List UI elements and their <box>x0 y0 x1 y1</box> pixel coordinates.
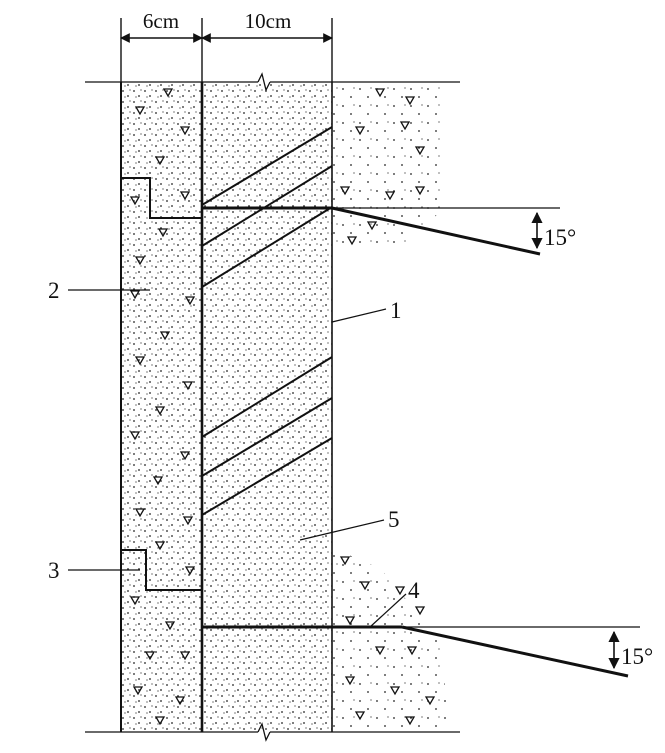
aggregate-mark <box>394 586 406 596</box>
aggregate-mark <box>144 651 156 661</box>
aggregate-mark <box>354 711 366 721</box>
dim-label-6cm: 6cm <box>143 9 179 33</box>
aggregate-mark <box>414 186 426 196</box>
aggregate-mark <box>424 696 436 706</box>
dim-label-10cm: 10cm <box>245 9 292 33</box>
break-lines <box>85 72 460 742</box>
aggregate-mark <box>184 566 196 576</box>
aggregate-mark <box>129 431 141 441</box>
label-3: 3 <box>48 558 60 583</box>
aggregate-mark <box>179 451 191 461</box>
infill-wall-body <box>202 82 332 732</box>
aggregate-mark <box>129 196 141 206</box>
aggregate-mark <box>129 290 141 300</box>
aggregate-mark <box>404 96 416 106</box>
aggregate-mark <box>179 651 191 661</box>
aggregate-mark <box>399 121 411 131</box>
aggregate-marks <box>129 88 436 726</box>
aggregate-mark <box>404 716 416 726</box>
aggregate-mark <box>414 606 426 616</box>
key-notches <box>121 177 202 591</box>
aggregate-mark <box>346 236 358 246</box>
aggregate-mark <box>162 88 174 98</box>
aggregate-mark <box>134 106 146 116</box>
leader-lines <box>68 289 407 628</box>
aggregate-mark <box>339 186 351 196</box>
aggregate-mark <box>389 686 401 696</box>
tie-bars <box>202 206 640 678</box>
label-5: 5 <box>388 507 400 532</box>
hatch-bands <box>201 126 333 516</box>
aggregate-mark <box>134 508 146 518</box>
label-2: 2 <box>48 278 60 303</box>
aggregate-mark <box>152 476 164 486</box>
aggregate-mark <box>154 541 166 551</box>
aggregate-mark <box>129 596 141 606</box>
angle-arrows <box>531 211 620 670</box>
aggregate-mark <box>132 686 144 696</box>
aggregate-mark <box>359 581 371 591</box>
lower-soil-region <box>332 548 450 732</box>
aggregate-mark <box>182 516 194 526</box>
aggregate-mark <box>344 676 356 686</box>
aggregate-mark <box>374 646 386 656</box>
aggregate-mark <box>134 356 146 366</box>
upper-soil-region <box>332 82 440 248</box>
aggregate-mark <box>344 616 356 626</box>
label-1: 1 <box>390 298 402 323</box>
aggregate-mark <box>182 381 194 391</box>
aggregate-mark <box>179 191 191 201</box>
aggregate-mark <box>354 126 366 136</box>
top-dimensions <box>120 18 333 82</box>
aggregate-mark <box>414 146 426 156</box>
aggregate-mark <box>154 156 166 166</box>
aggregate-mark <box>164 621 176 631</box>
aggregate-mark <box>174 696 186 706</box>
aggregate-mark <box>366 221 378 231</box>
label-4: 4 <box>408 578 420 603</box>
aggregate-mark <box>184 296 196 306</box>
angle-label-lower: 15° <box>621 644 653 669</box>
aggregate-mark <box>374 88 386 98</box>
wall-outlines <box>120 82 333 732</box>
aggregate-mark <box>384 191 396 201</box>
aggregate-mark <box>154 716 166 726</box>
aggregate-mark <box>159 331 171 341</box>
aggregate-mark <box>157 228 169 238</box>
aggregate-mark <box>339 556 351 566</box>
aggregate-mark <box>406 646 418 656</box>
aggregate-mark <box>134 256 146 266</box>
angle-label-upper: 15° <box>544 225 576 250</box>
aggregate-mark <box>179 126 191 136</box>
aggregate-mark <box>154 406 166 416</box>
